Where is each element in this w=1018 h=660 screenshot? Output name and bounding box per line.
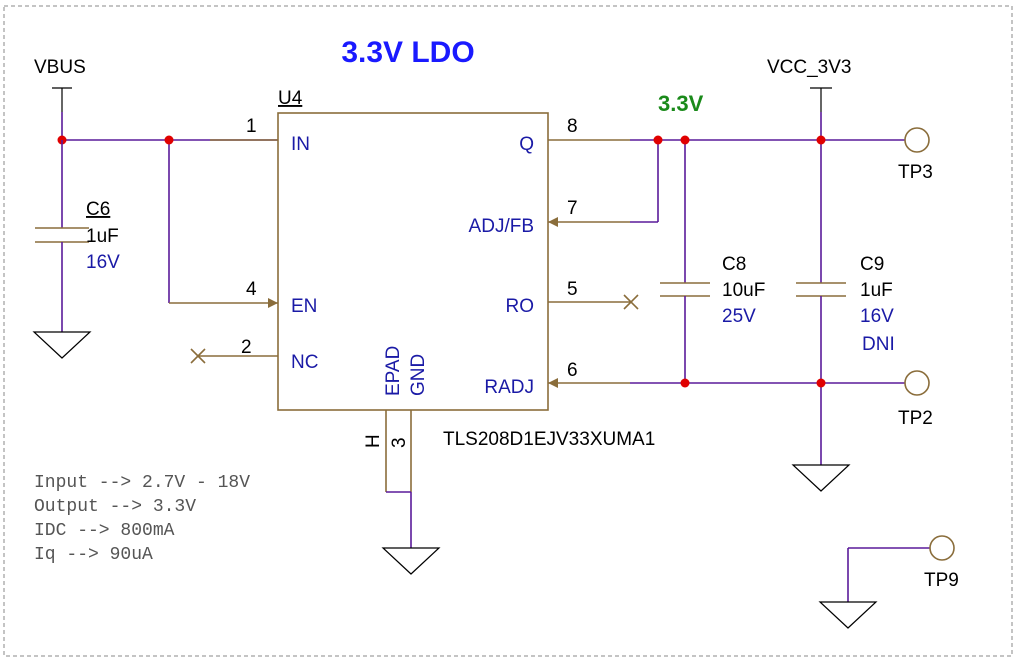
c8-value: 10uF <box>722 280 765 301</box>
junction-q-fb <box>653 135 663 145</box>
vbus-port: VBUS <box>34 57 86 112</box>
vbus-label: VBUS <box>34 57 86 78</box>
ground-symbol-output <box>791 464 851 492</box>
pin8-number: 8 <box>567 116 578 137</box>
note-input: Input --> 2.7V - 18V <box>34 473 250 493</box>
pin3-number: 3 <box>389 437 410 448</box>
testpoint-tp3: TP3 <box>898 127 933 183</box>
c9-voltage: 16V <box>860 306 894 327</box>
junction-en <box>164 135 174 145</box>
pin4-number: 4 <box>246 279 257 300</box>
capacitor-c9: C9 1uF 16V DNI <box>796 140 895 465</box>
schematic-title: 3.3V LDO <box>341 36 474 69</box>
pin6-number: 6 <box>567 360 578 381</box>
tp2-label: TP2 <box>898 408 933 429</box>
epad-marker: H <box>363 434 384 448</box>
pin6-name: RADJ <box>484 377 534 398</box>
nc-cross-pin2 <box>190 348 206 364</box>
pin6-arrow <box>548 378 558 388</box>
c6-value: 1uF <box>86 226 119 247</box>
pin3-name-gnd: GND <box>408 354 429 396</box>
spec-notes: Input --> 2.7V - 18V Output --> 3.3V IDC… <box>34 473 250 565</box>
pin5-name: RO <box>506 296 535 317</box>
ic-part-number: TLS208D1EJV33XUMA1 <box>443 429 655 450</box>
pin8-name: Q <box>519 134 534 155</box>
pin7-number: 7 <box>567 198 578 219</box>
capacitor-c6: C6 1uF 16V <box>35 140 120 332</box>
pin7-arrow <box>548 217 558 227</box>
pin5-number: 5 <box>567 279 578 300</box>
ground-symbol-c6 <box>32 331 92 359</box>
c9-ref: C9 <box>860 254 884 275</box>
ic-u4: U4 TLS208D1EJV33XUMA1 1 IN 4 EN 2 NC Q A… <box>241 88 655 450</box>
note-output: Output --> 3.3V <box>34 497 196 517</box>
junction-vcc <box>816 135 826 145</box>
ic-ref: U4 <box>278 88 303 109</box>
c9-dni: DNI <box>862 334 895 355</box>
nc-cross-pin5 <box>623 294 639 310</box>
sheet-border <box>3 5 1013 657</box>
vcc-port: VCC_3V3 <box>767 57 852 112</box>
ground-symbol-u4 <box>381 547 441 575</box>
tp3-label: TP3 <box>898 162 933 183</box>
testpoint-tp2: TP2 <box>898 370 933 429</box>
junction-c8-top <box>680 135 690 145</box>
ground-symbol-tp9 <box>818 601 878 629</box>
pin7-name: ADJ/FB <box>469 216 534 237</box>
tp9-label: TP9 <box>924 570 959 591</box>
pin2-name: NC <box>291 352 318 373</box>
capacitor-c8: C8 10uF 25V <box>660 140 765 383</box>
c9-value: 1uF <box>860 280 893 301</box>
junction-c8-bottom <box>680 378 690 388</box>
junction-c9-bottom <box>816 378 826 388</box>
vcc-label: VCC_3V3 <box>767 57 852 78</box>
c8-voltage: 25V <box>722 306 756 327</box>
pin4-arrow <box>268 298 278 308</box>
pin4-name: EN <box>291 296 317 317</box>
note-iq: Iq --> 90uA <box>34 545 153 565</box>
testpoint-tp9: TP9 <box>818 535 959 629</box>
ic-body <box>277 112 549 411</box>
output-net-label: 3.3V <box>658 91 704 116</box>
pin1-name: IN <box>291 134 310 155</box>
pin3-name-epad: EPAD <box>383 346 404 396</box>
pin2-number: 2 <box>241 337 252 358</box>
c6-voltage: 16V <box>86 252 120 273</box>
c8-ref: C8 <box>722 254 746 275</box>
c6-ref: C6 <box>86 199 110 220</box>
pin1-number: 1 <box>246 116 257 137</box>
note-idc: IDC --> 800mA <box>34 521 175 541</box>
